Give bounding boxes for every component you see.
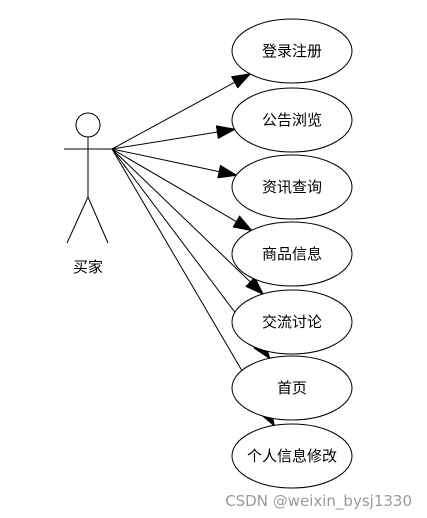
actor-label: 买家 [73, 258, 103, 276]
actor-figure [64, 112, 112, 244]
use-case-5-ellipse [231, 289, 353, 355]
use-case-7-label: 个人信息修改 [247, 447, 337, 465]
use-case-4-association [111, 148, 254, 232]
use-case-3-association [111, 148, 239, 179]
use-case-3-ellipse [231, 154, 353, 220]
use-case-3-label: 资讯查询 [262, 178, 322, 196]
use-case-6-label: 首页 [277, 379, 307, 397]
use-case-2-ellipse [231, 87, 353, 153]
use-case-2-label: 公告浏览 [262, 111, 322, 129]
use-case-5-association [111, 148, 265, 296]
actor-left-leg [66, 196, 89, 244]
use-case-1-label: 登录注册 [262, 42, 322, 60]
use-case-1-ellipse [231, 18, 353, 84]
actor-head [75, 112, 101, 138]
use-case-6-ellipse [231, 355, 353, 421]
use-case-4-ellipse [231, 221, 353, 287]
actor-right-leg [87, 196, 109, 244]
use-case-1-association [111, 72, 252, 150]
use-case-5-label: 交流讨论 [262, 313, 322, 331]
use-case-7-ellipse [231, 423, 353, 489]
watermark: CSDN @weixin_bysj1330 [225, 492, 412, 510]
use-case-4-label: 商品信息 [262, 245, 322, 263]
use-case-2-association [111, 125, 237, 150]
